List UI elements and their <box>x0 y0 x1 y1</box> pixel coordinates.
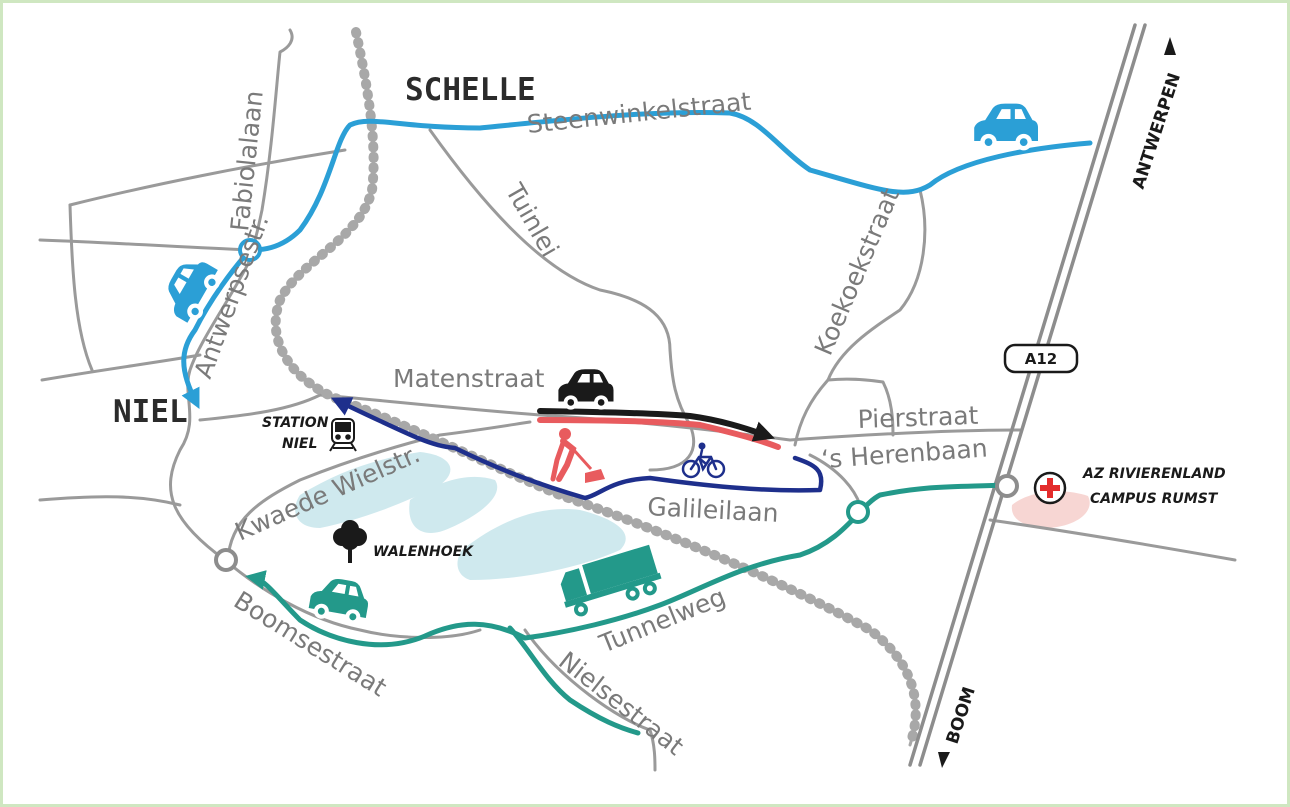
hospital-area <box>1011 491 1090 528</box>
roundabout-icon <box>995 474 1019 498</box>
railway <box>270 27 921 750</box>
roundabout-icon <box>846 500 870 524</box>
road-label-matenstraat: Matenstraat <box>393 364 545 393</box>
route-bike-detour <box>330 397 824 501</box>
town-label-schelle: SCHELLE <box>405 72 536 108</box>
tree-icon <box>333 520 367 563</box>
road-label-galileilaan: Galileilaan <box>647 492 780 528</box>
road-label-pierstraat: Pierstraat <box>857 401 979 434</box>
train-icon <box>329 418 357 452</box>
poi-label-walenhoek: WALENHOEK <box>373 544 474 560</box>
roadworks-icon <box>550 428 605 483</box>
route-north-blue <box>181 109 1093 409</box>
arrow-south-icon <box>938 752 950 768</box>
arrow-north-icon <box>1164 37 1176 55</box>
hospital-icon <box>1033 471 1067 505</box>
roundabouts <box>214 238 1019 572</box>
roundabout-icon <box>214 548 238 572</box>
poi-label-station: STATION <box>262 415 329 431</box>
route-car-black <box>537 408 775 442</box>
poi-label-hospital: AZ RIVIERENLAND <box>1082 466 1226 482</box>
a12-shield: A12 <box>1003 343 1079 374</box>
route-south-teal <box>245 482 1008 736</box>
truck-icon <box>560 544 662 617</box>
bicycle-icon <box>681 442 726 479</box>
local-roads <box>38 28 1237 772</box>
town-label-niel: NIEL <box>113 394 188 430</box>
roundabout-icon <box>238 238 262 262</box>
a12-label: A12 <box>1025 350 1057 368</box>
poi-label-hospital-campus: CAMPUS RUMST <box>1090 491 1219 507</box>
poi-label-station-niel: NIEL <box>282 436 317 452</box>
water-bodies <box>295 452 626 580</box>
a12-motorway <box>908 23 1147 767</box>
